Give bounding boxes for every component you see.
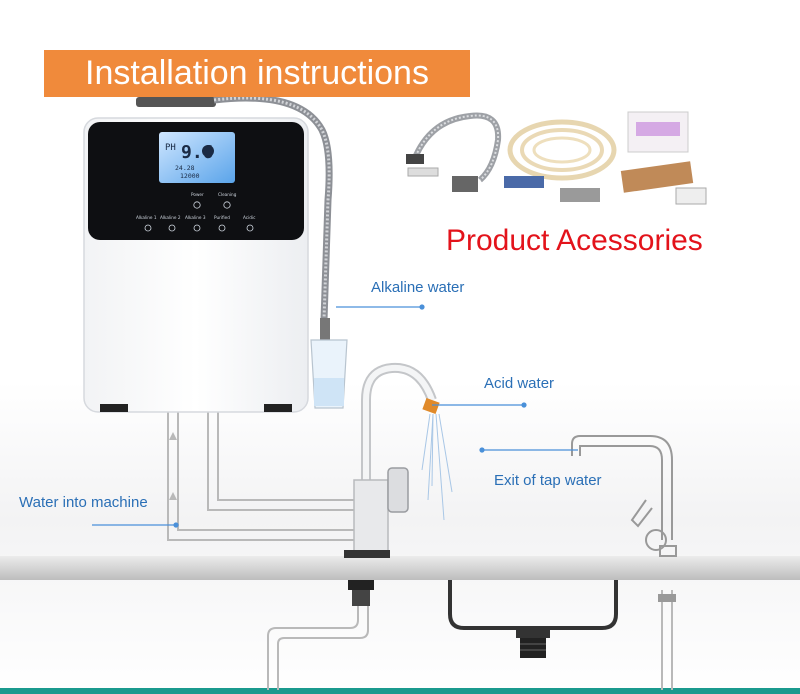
panel-label-cleaning: Cleaning	[218, 192, 237, 197]
panel-mode-alkaline-1: Alkaline 1	[136, 215, 157, 220]
accessories-illustration	[406, 111, 707, 205]
inlet-pipes	[167, 412, 385, 541]
lcd-screen	[159, 132, 235, 183]
lcd-flow-readout: 12000	[180, 172, 200, 180]
tap-outline	[571, 435, 677, 557]
callout-lines	[92, 304, 578, 528]
kitchen-faucet	[344, 362, 453, 558]
callout-water-into-machine: Water into machine	[19, 494, 148, 511]
callout-exit-of-tap-water: Exit of tap water	[494, 472, 602, 489]
accessories-title: Product Acessories	[446, 224, 703, 257]
panel-buttons	[144, 201, 254, 232]
panel-mode-acidic: Acidic	[243, 215, 256, 220]
lcd-fan-icon	[202, 145, 214, 157]
lcd-sub-readout: 24.28	[175, 164, 195, 172]
panel-label-power: Power	[191, 192, 204, 197]
ionizer-machine	[83, 97, 309, 413]
panel-mode-alkaline-2: Alkaline 2	[160, 215, 181, 220]
countertop	[0, 556, 800, 580]
water-glass	[310, 339, 348, 409]
bottom-strip	[0, 688, 800, 694]
flow-arrows	[169, 432, 177, 500]
panel-mode-alkaline-3: Alkaline 3	[185, 215, 206, 220]
callout-alkaline-water: Alkaline water	[371, 279, 465, 296]
sink-fitting	[348, 580, 676, 606]
panel-mode-purified: Purified	[214, 215, 230, 220]
drain-pipes	[267, 590, 673, 690]
lcd-ph-label: PH	[165, 143, 176, 153]
page-title: Installation instructions	[44, 50, 470, 97]
callout-acid-water: Acid water	[484, 375, 555, 392]
sink-basin	[448, 580, 618, 658]
